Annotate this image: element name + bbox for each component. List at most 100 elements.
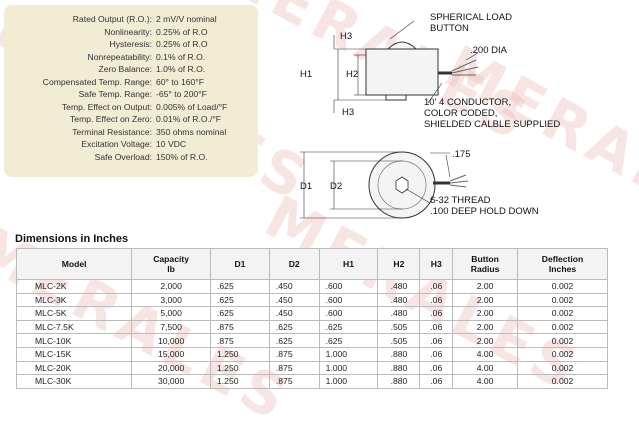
spec-label: Excitation Voltage: [81, 139, 152, 149]
spec-row: Hysteresis:0.25% of R.O [8, 38, 254, 51]
table-cell: .450 [268, 279, 320, 294]
table-cell: 4.00 [452, 374, 519, 389]
table-cell: .625 [268, 333, 320, 348]
spec-value: -65° to 200°F [156, 89, 207, 99]
h3-bottom-label: H3 [342, 107, 354, 118]
spherical-label-1: SPHERICAL LOAD [430, 12, 512, 23]
table-cell: 1.250 [210, 374, 270, 389]
table-cell: 0.002 [517, 279, 608, 294]
table-cell: MLC-30K [15, 374, 133, 389]
thread-label-1: 6-32 THREAD [430, 195, 491, 206]
spec-label: Nonrepeatability: [87, 51, 153, 62]
spec-label: Nonlinearity: [104, 26, 152, 37]
table-cell: 20,000 [131, 360, 211, 376]
spec-row: Temp. Effect on Output: 0.005% of Load/°F [8, 101, 254, 114]
cable-label-2: COLOR CODED, [424, 108, 497, 119]
table-cell: MLC-5K [15, 306, 133, 321]
table-cell: .600 [318, 279, 379, 294]
spec-value: 10 VDC [156, 139, 187, 149]
spec-row: Nonlinearity: 0.25% of R.O [8, 26, 254, 39]
table-cell: .875 [268, 346, 320, 362]
table-cell: .06 [419, 319, 454, 335]
table-cell: 2.00 [452, 333, 519, 348]
table-cell: .505 [377, 319, 421, 335]
table-cell: .875 [268, 360, 320, 376]
cable-label-3: SHIELDED CALBLE SUPPLIED [424, 119, 560, 130]
table-cell: 1.000 [318, 346, 379, 362]
table-cell: MLC-7.5K [15, 319, 133, 335]
table-cell: .880 [377, 360, 421, 376]
column-header: D2 [268, 248, 320, 280]
spec-value: 0.25% of R.O [156, 26, 208, 37]
column-header: H1 [318, 248, 379, 280]
table-cell: MLC-10K [15, 333, 133, 348]
h1-label: H1 [300, 69, 312, 80]
table-cell: .880 [377, 374, 421, 389]
table-cell: .480 [377, 306, 421, 321]
table-cell: .625 [210, 279, 270, 294]
table-cell: MLC-2K [15, 279, 133, 294]
table-cell: 30,000 [131, 374, 211, 389]
table-cell: 10,000 [131, 333, 211, 348]
load-cell-drawing: H3 SPHERICAL LOAD BUTTON .200 DIA H1 H2 … [300, 12, 560, 219]
spec-value: 350 ohms nominal [156, 126, 227, 137]
table-cell: .06 [419, 279, 454, 294]
table-cell: 0.002 [517, 374, 608, 389]
spec-row: Safe Temp. Range:-65° to 200°F [8, 88, 254, 101]
spec-label: Temp. Effect on Output: [61, 101, 152, 112]
d2-label: D2 [330, 181, 342, 192]
table-cell: .06 [419, 333, 454, 348]
dia-label: .200 DIA [470, 45, 508, 56]
table-cell: .875 [268, 374, 320, 389]
table-cell: .06 [419, 306, 454, 321]
h2-label: H2 [346, 69, 358, 80]
table-cell: 3,000 [131, 292, 211, 308]
spec-row: Compensated Temp. Range:60° to 160°F [8, 76, 254, 89]
table-cell: .625 [318, 319, 379, 335]
table-cell: 1.000 [318, 374, 379, 389]
table-cell: .505 [377, 333, 421, 348]
table-cell: 4.00 [452, 360, 519, 376]
table-cell: 2.00 [452, 306, 519, 321]
spec-value: 0.005% of Load/°F [156, 101, 228, 112]
spec-value: 60° to 160°F [156, 76, 204, 87]
spec-value: 0.1% of R.O. [156, 51, 206, 62]
column-header: Button Radius [452, 248, 519, 280]
spec-row: Excitation Voltage: 10 VDC [8, 138, 254, 151]
table-cell: .480 [377, 279, 421, 294]
table-cell: .625 [318, 333, 379, 348]
spec-value: 2 mV/V nominal [156, 14, 217, 24]
table-cell: 1.000 [318, 360, 379, 376]
table-cell: 0.002 [517, 292, 608, 308]
spherical-label-2: BUTTON [430, 23, 469, 34]
table-cell: .06 [419, 374, 454, 389]
table-cell: .06 [419, 292, 454, 308]
column-header: Deflection Inches [517, 248, 608, 280]
table-cell: 2.00 [452, 279, 519, 294]
table-cell: 2,000 [131, 279, 211, 294]
table-cell: .480 [377, 292, 421, 308]
column-header: H2 [377, 248, 421, 280]
spec-row: Nonrepeatability:0.1% of R.O. [8, 51, 254, 64]
spec-row: Terminal Resistance:350 ohms nominal [8, 126, 254, 139]
spec-label: Rated Output (R.O.): [72, 14, 152, 24]
table-cell: 15,000 [131, 346, 211, 362]
cable-label-1: 10' 4 CONDUCTOR, [424, 97, 511, 108]
column-header: H3 [419, 248, 454, 280]
table-cell: .625 [210, 292, 270, 308]
column-header: Capacity lb [131, 248, 211, 280]
thread-label-2: .100 DEEP HOLD DOWN [430, 206, 539, 217]
table-cell: 0.002 [517, 360, 608, 376]
table-cell: 5,000 [131, 306, 211, 321]
spec-label: Temp. Effect on Zero: [70, 114, 152, 124]
spec-row: Safe Overload:150% of R.O. [8, 151, 254, 164]
table-cell: .875 [210, 333, 270, 348]
